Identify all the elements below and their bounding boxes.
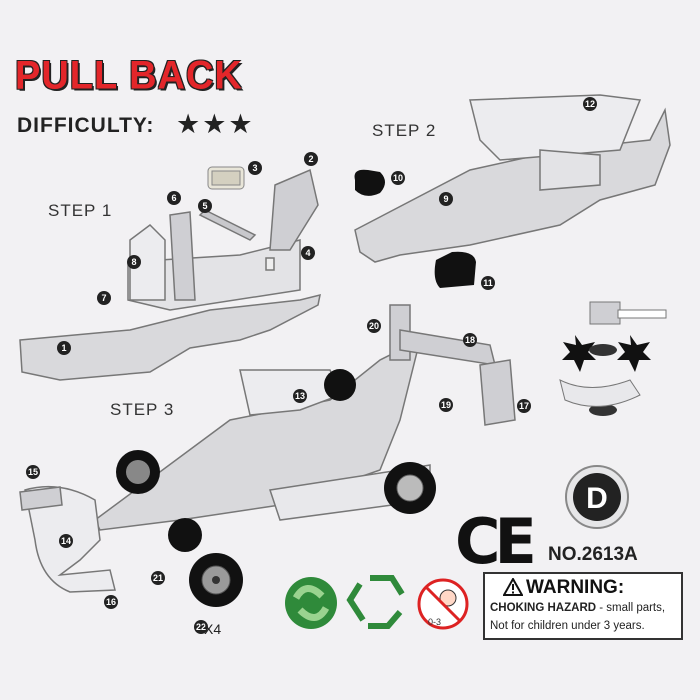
grade-badge: D [565, 465, 629, 529]
hand-illustration [559, 379, 641, 407]
wheel-front-bottom [168, 518, 202, 552]
wheel-rear-right [384, 462, 436, 514]
part-number: 9 [443, 194, 448, 204]
difficulty-stars: ★★★ [176, 109, 255, 139]
wheel-spare [189, 553, 243, 607]
part-number: 22 [196, 622, 206, 632]
recycle-icon [346, 575, 405, 629]
part-11-piece [434, 251, 476, 288]
warning-line-2: Not for children under 3 years. [490, 620, 645, 632]
part-number: 20 [369, 321, 379, 331]
part-number: 10 [393, 173, 403, 183]
step-3-label: STEP 3 [110, 400, 175, 419]
impact-star-icon [562, 335, 651, 372]
model-number: NO.2613A [548, 544, 638, 565]
part-number: 1 [61, 343, 66, 353]
part-number: 19 [441, 400, 451, 410]
warning-title: WARNING: [526, 577, 625, 598]
part-number: 21 [153, 573, 163, 583]
wheel-count: X4 [204, 621, 222, 637]
warning-line-1: CHOKING HAZARD - small parts, [490, 602, 665, 614]
part-number: 12 [585, 99, 595, 109]
age-restriction-icon: 0-3 [417, 578, 469, 630]
part-number: 17 [519, 401, 529, 411]
part-number: 3 [252, 163, 257, 173]
part-number: 15 [28, 467, 38, 477]
step1-chassis [19, 168, 321, 381]
step-2-label: STEP 2 [372, 121, 437, 140]
product-title: PULL BACK [15, 53, 243, 99]
choking-hazard-text: CHOKING HAZARD [490, 602, 597, 614]
ce-mark: CE [455, 505, 537, 578]
small-parts-text: - small parts, [596, 602, 666, 614]
warning-triangle-icon [503, 578, 523, 596]
age-icon-text: 0-3 [428, 617, 441, 627]
pullback-motor [207, 166, 245, 190]
part-badges: 1 2 3 4 5 6 7 8 9 10 11 12 13 14 15 16 1… [26, 97, 597, 634]
part-number: 14 [61, 536, 71, 546]
part-number: 18 [465, 335, 475, 345]
step-1-label: STEP 1 [48, 201, 113, 220]
part-number: 16 [106, 597, 116, 607]
step2-body [354, 94, 671, 263]
part-number: 13 [295, 391, 305, 401]
warning-box: WARNING: CHOKING HAZARD - small parts, N… [483, 572, 683, 640]
part-number: 2 [308, 154, 313, 164]
part-number: 5 [202, 201, 207, 211]
part-number: 6 [171, 193, 176, 203]
wheel-rear-top [324, 369, 356, 401]
part-10-piece [354, 169, 385, 196]
grade-letter: D [586, 482, 608, 515]
wheel-front-left [116, 450, 160, 494]
part-number: 11 [483, 278, 493, 288]
part-number: 7 [101, 293, 106, 303]
magnet-discs [589, 344, 617, 416]
part-number: 8 [131, 257, 136, 267]
part-number: 4 [305, 248, 310, 258]
hammer-icon [589, 301, 667, 325]
green-dot-icon [285, 577, 337, 629]
difficulty-label: DIFFICULTY: [17, 114, 155, 137]
